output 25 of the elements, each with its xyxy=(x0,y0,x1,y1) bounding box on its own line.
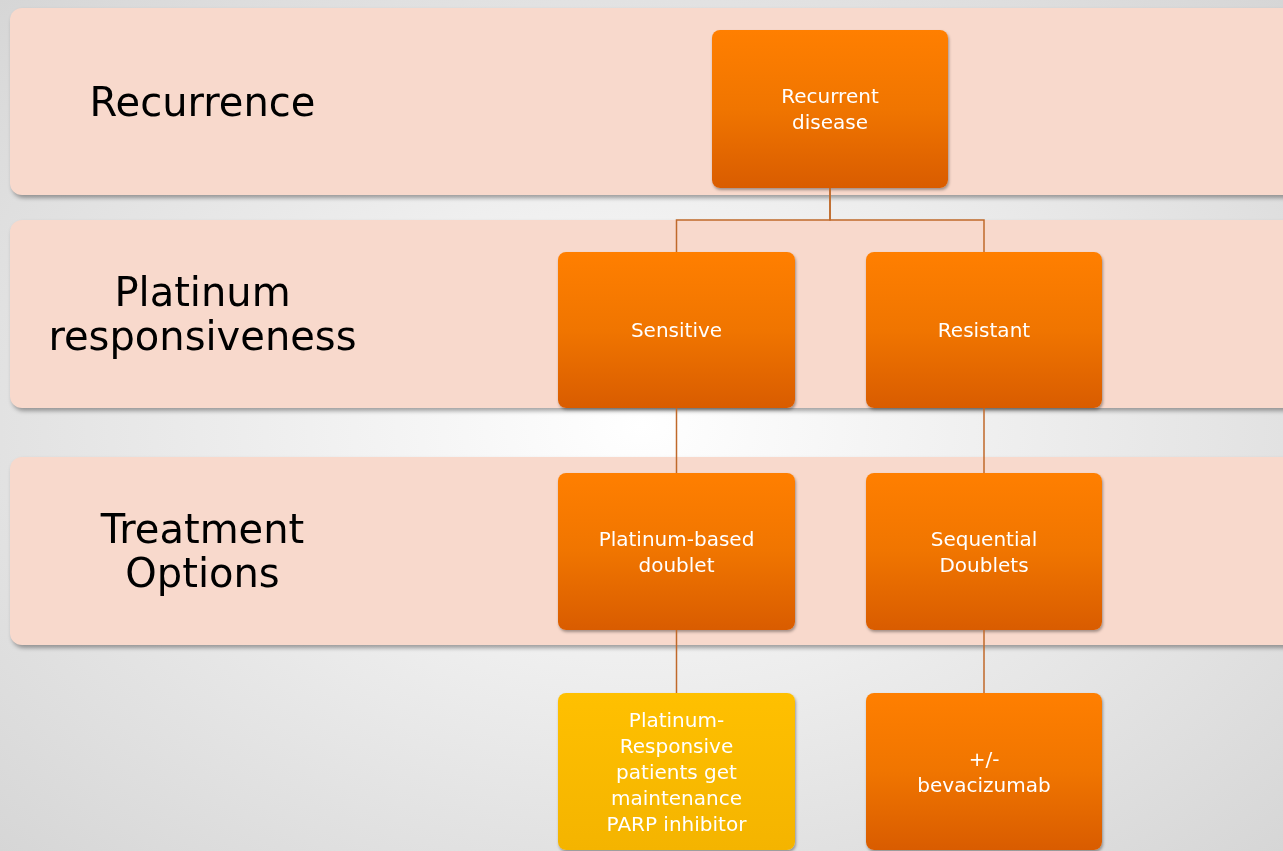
process-box xyxy=(866,473,1102,630)
connector-line xyxy=(829,187,985,253)
connector-line xyxy=(983,629,985,694)
band-label: Treatment Options xyxy=(99,507,306,595)
process-box xyxy=(558,473,795,630)
box-text: Resistant xyxy=(937,317,1031,343)
process-box xyxy=(866,693,1102,850)
connector-line xyxy=(675,407,678,474)
band xyxy=(10,8,1283,195)
box-text: +/- bevacizumab xyxy=(916,745,1052,798)
process-box xyxy=(558,252,795,408)
band xyxy=(10,457,1283,645)
box-text: Sensitive xyxy=(630,317,723,343)
box-text: Recurrent disease xyxy=(780,83,880,135)
box-text: Platinum-Responsive patients get maintenance PARP inhibitor xyxy=(605,706,748,837)
band xyxy=(10,220,1283,408)
box-text: Sequential Doublets xyxy=(929,525,1039,578)
process-box xyxy=(712,30,948,188)
band-label: Platinum responsiveness xyxy=(47,270,358,358)
band-label: Recurrence xyxy=(89,79,316,124)
connector-line xyxy=(675,629,678,694)
process-box xyxy=(866,252,1102,408)
connector-line xyxy=(983,407,985,474)
process-box xyxy=(558,693,795,850)
box-text: Platinum-based doublet xyxy=(597,525,756,578)
